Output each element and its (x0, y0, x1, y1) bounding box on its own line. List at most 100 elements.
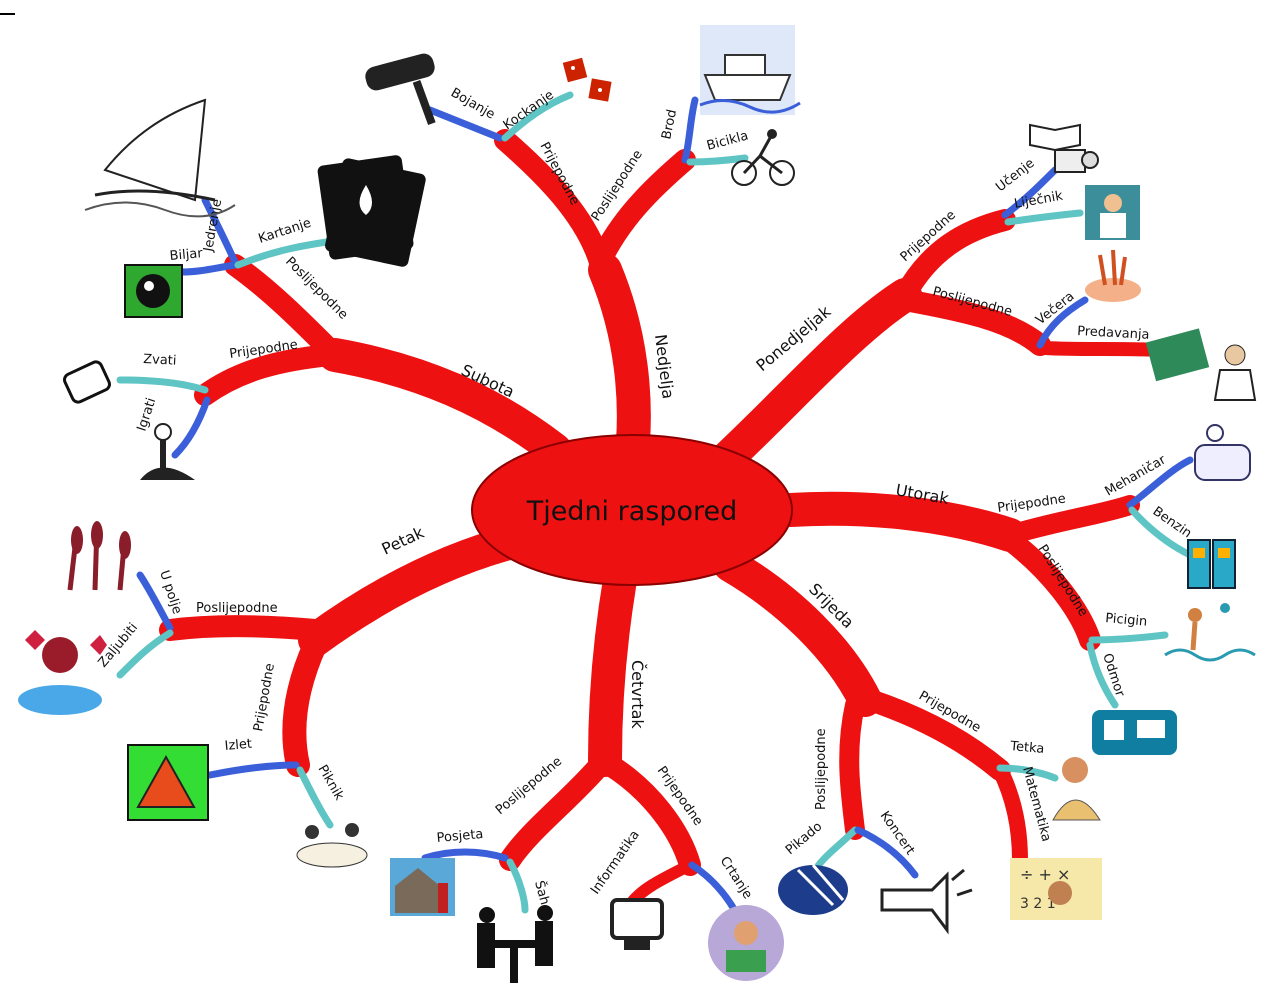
label-sah: Šah (531, 879, 553, 907)
darts-icon (778, 864, 848, 915)
joystick-icon (140, 423, 195, 480)
branch-ponedjeljak-pm (894, 289, 1051, 356)
computer-icon (610, 898, 664, 950)
twig-piknik (296, 766, 334, 829)
twig-izlet (206, 761, 300, 779)
math-icon: ÷ + × 3 2 1 (1010, 858, 1102, 920)
branch-predavanja (1038, 341, 1167, 357)
twig-benzin (1128, 506, 1194, 559)
label-kartanje: Kartanje (257, 216, 313, 247)
label-srijeda-poslijepodne: Poslijepodne (814, 728, 829, 810)
label-petak-prijepodne: Prijepodne (251, 662, 278, 732)
twig-vecera (1036, 296, 1089, 349)
wheat-icon (67, 521, 131, 591)
branch-ponedjeljak-am (894, 209, 1016, 306)
svg-text:÷ + ×: ÷ + × (1020, 865, 1070, 884)
billiard-ball-icon (124, 264, 183, 318)
book-projector-icon (1029, 123, 1099, 173)
branch-petak (298, 523, 537, 657)
label-koncert: Koncert (877, 809, 918, 858)
label-izlet: Izlet (224, 737, 253, 754)
mechanic-icon (1194, 424, 1251, 481)
drawing-girl-icon (708, 905, 784, 981)
branch-cetvrtak-am (599, 754, 701, 876)
tent-icon (127, 744, 209, 821)
branch-utorak (773, 491, 1027, 552)
twig-brod (681, 96, 699, 164)
branch-srijeda-am (859, 689, 1011, 781)
corner-mark (0, 13, 15, 15)
twig-odmor (1086, 641, 1119, 709)
relax-icon (1092, 710, 1177, 755)
day-nedjelja: Nedjelja (651, 333, 678, 400)
svg-text:3 2 1: 3 2 1 (1020, 896, 1056, 912)
twig-u-polje (136, 571, 174, 632)
branch-utorak-pm (999, 529, 1101, 651)
label-informatika: Informatika (588, 828, 643, 897)
branch-petak-pm (159, 615, 326, 641)
label-bicikla: Bicikla (705, 128, 750, 153)
twig-posjeta (421, 848, 509, 862)
branch-cetvrtak-pm (499, 754, 611, 871)
label-kockanje: Kockanje (501, 88, 557, 134)
icons: ÷ + × 3 2 1 (18, 25, 1257, 983)
branch-subota (318, 338, 572, 467)
twig-zvati (116, 376, 209, 394)
twig-lijecnik (1004, 209, 1084, 226)
label-pikado: Pikado (783, 819, 825, 858)
branch-cetvrtak (588, 563, 637, 777)
label-piknik: Piknik (315, 763, 347, 804)
branch-petak-am (282, 633, 327, 777)
label-brod: Brod (659, 108, 680, 141)
twig-picigin (1088, 631, 1169, 644)
house-visit-icon (390, 858, 455, 916)
cruise-ship-icon (699, 25, 801, 115)
branch-utorak-am (1000, 495, 1140, 545)
center-node: Tjedni raspored (471, 434, 793, 586)
twig-pikado (811, 826, 859, 874)
label-lijecnik: Liječnik (1013, 189, 1064, 212)
label-zvati: Zvati (143, 352, 177, 369)
swimmer-icon (1164, 603, 1256, 662)
twig-biljar (178, 261, 239, 276)
doctor-icon (1085, 185, 1140, 240)
label-tetka: Tetka (1009, 739, 1045, 757)
label-picigin: Picigin (1105, 611, 1148, 630)
branch-srijeda-pm (839, 695, 865, 840)
twig-bicikla (686, 154, 749, 166)
main-branches (159, 129, 1167, 911)
twig-koncert (854, 826, 919, 879)
branch-matematika (992, 762, 1028, 868)
branch-nedjelja-pm (589, 149, 696, 273)
phone-icon (63, 360, 111, 404)
twigs (116, 91, 1194, 924)
branch-subota-pm (224, 254, 341, 361)
paint-roller-icon (365, 53, 436, 125)
twig-jedrenje (201, 196, 239, 266)
cupid-icon (18, 630, 107, 715)
twig-igrati (171, 396, 211, 459)
twig-sah (506, 858, 529, 914)
label-utorak-prijepodne: Prijepodne (996, 492, 1066, 516)
label-petak-poslijepodne: Poslijepodne (196, 601, 278, 616)
trumpet-icon (880, 868, 973, 935)
picnic-icon (296, 823, 368, 868)
fuel-pump-icon (1187, 539, 1236, 589)
branch-srijeda (713, 548, 882, 717)
twig-tetka (996, 764, 1059, 782)
dinner-icon (1085, 249, 1141, 302)
dice-icon (562, 57, 612, 102)
branch-ponedjeljak (703, 278, 922, 482)
lecture-icon (1145, 328, 1257, 401)
twig-ucenje (1001, 166, 1059, 219)
twig-zaljubiti (116, 629, 174, 679)
branch-nedjelja-am (494, 129, 611, 273)
label-predavanja: Predavanja (1077, 324, 1150, 343)
cyclist-icon (731, 129, 795, 186)
label-biljar: Biljar (169, 246, 204, 264)
center-ellipse (471, 434, 793, 586)
branch-subota-am (194, 344, 341, 406)
center-title: Tjedni raspored (526, 496, 738, 527)
playing-cards-icon (317, 155, 426, 267)
